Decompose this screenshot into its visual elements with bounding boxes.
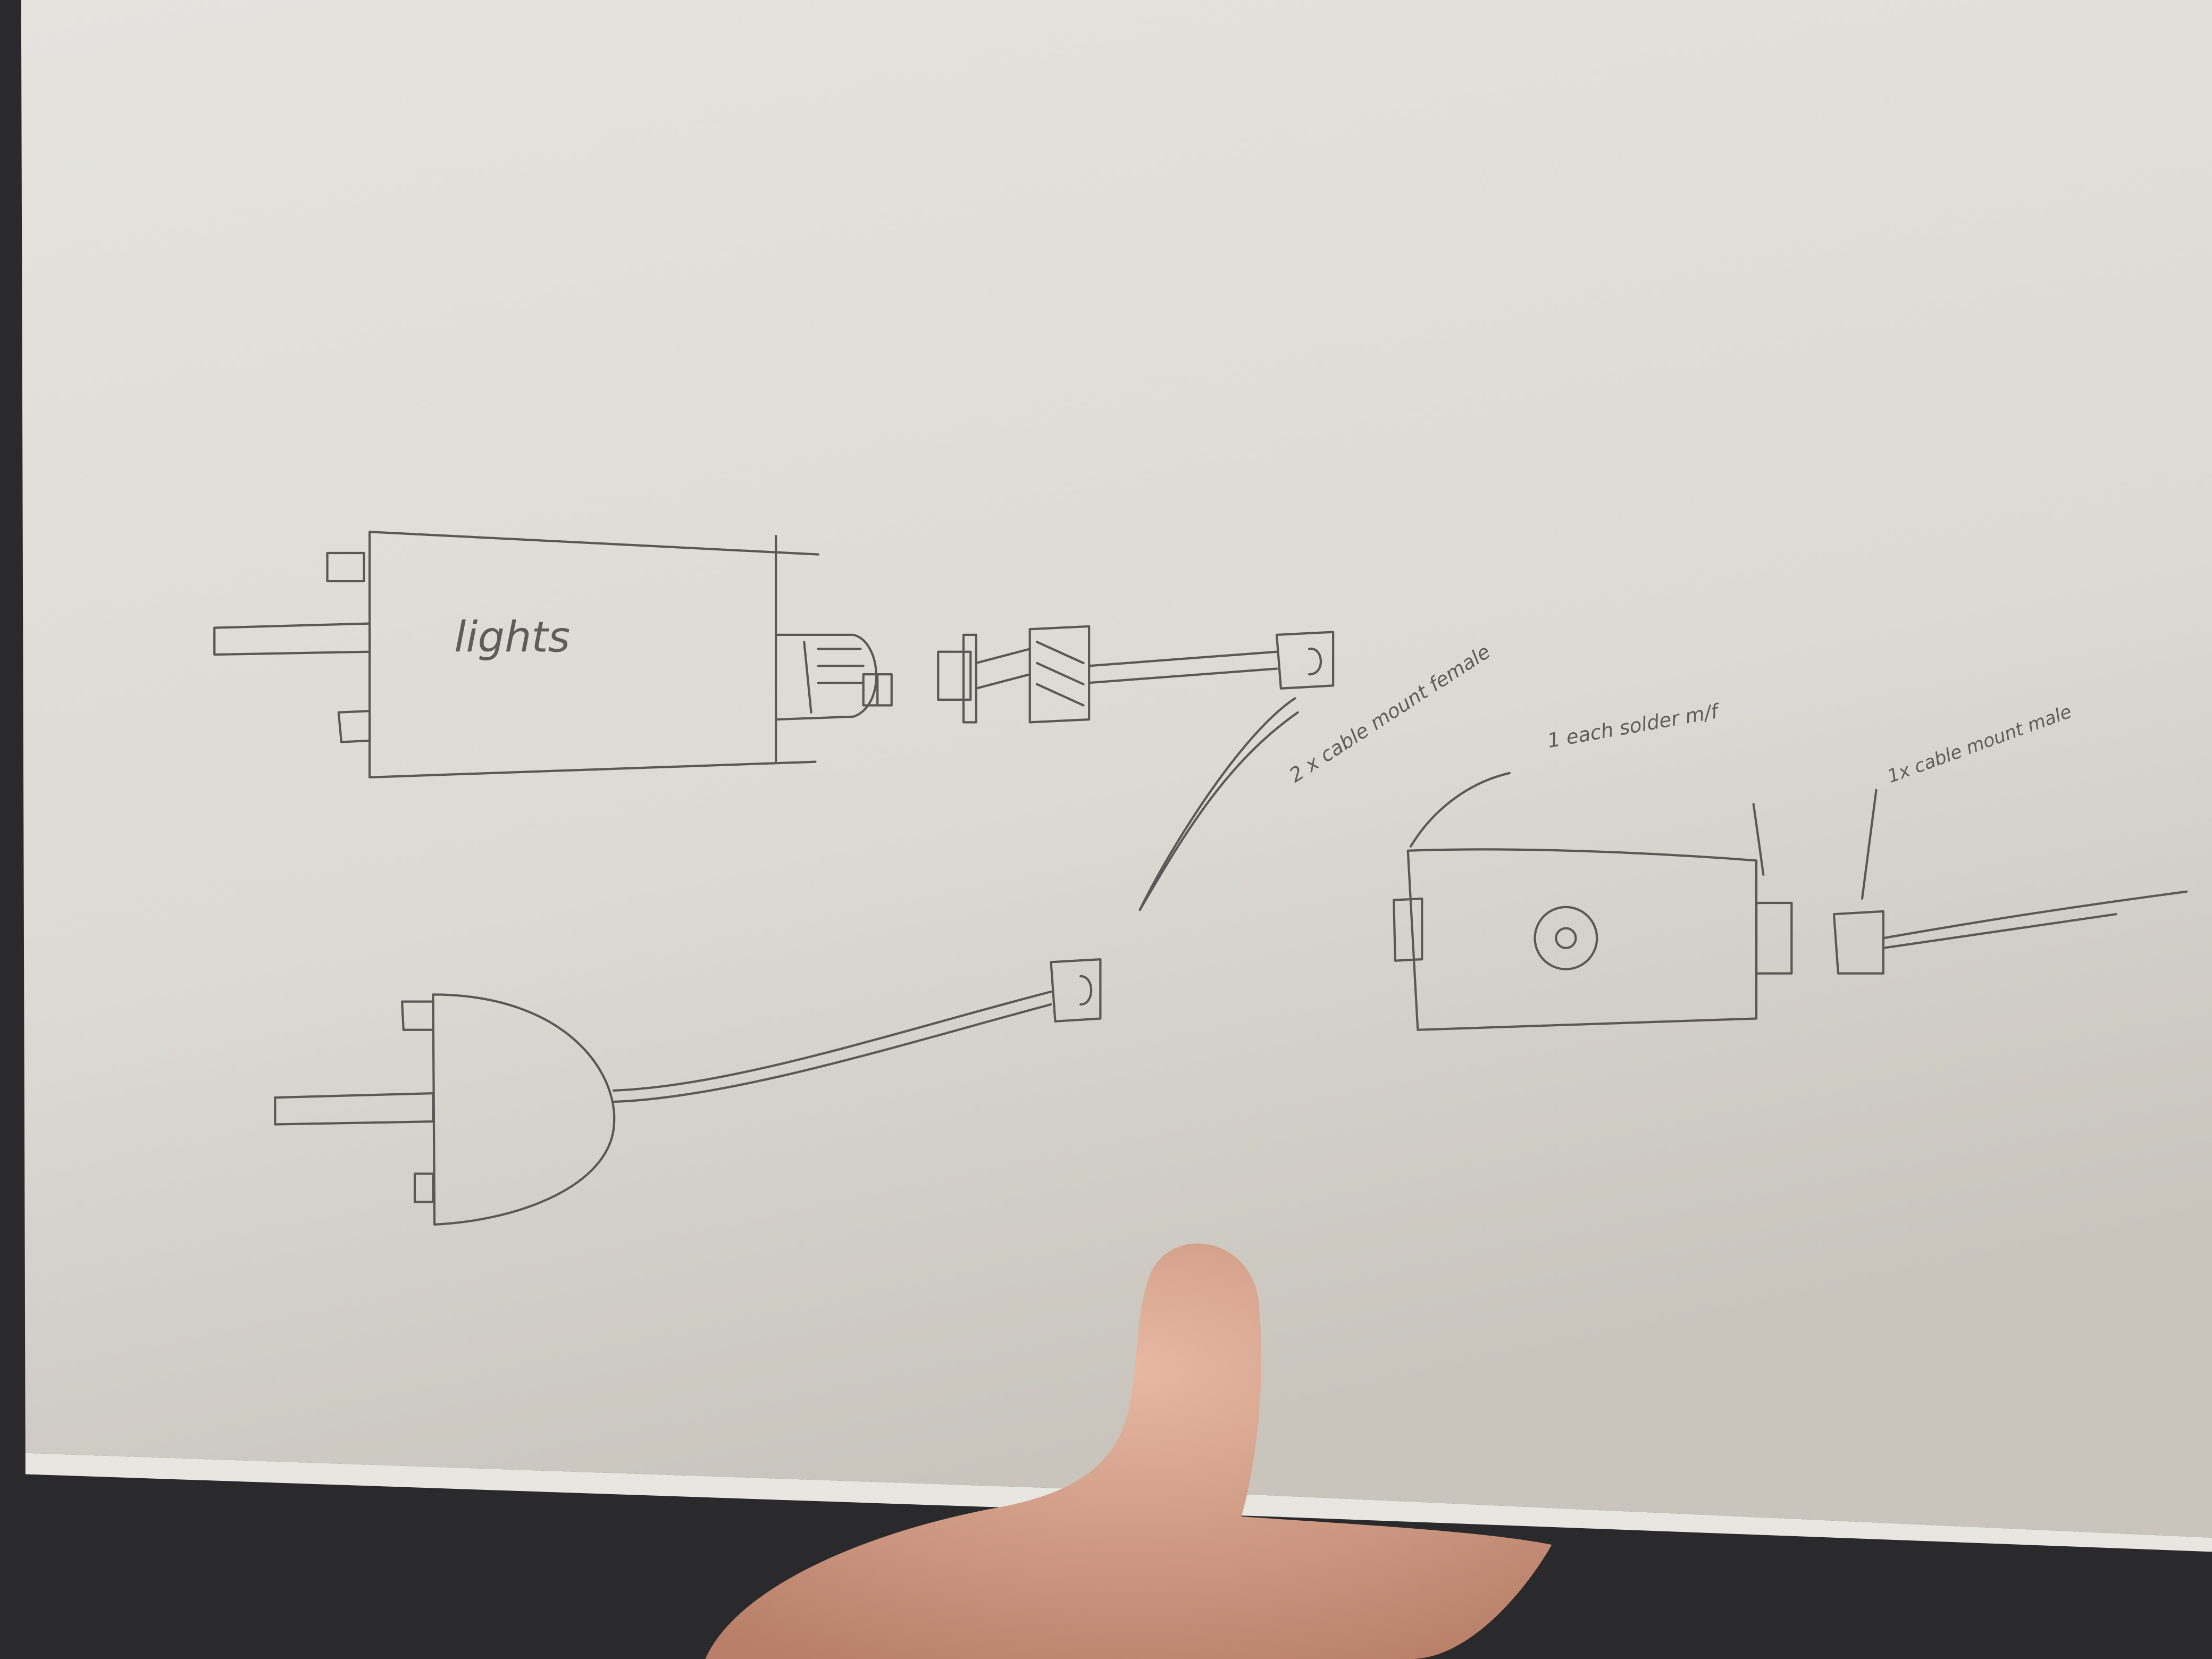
power-plug bbox=[274, 958, 1102, 1226]
paper-sheet bbox=[21, 0, 2212, 1538]
lights-unit: lights bbox=[213, 531, 893, 778]
thumb-hand bbox=[705, 1243, 1552, 1659]
lights-label: lights bbox=[454, 613, 570, 662]
